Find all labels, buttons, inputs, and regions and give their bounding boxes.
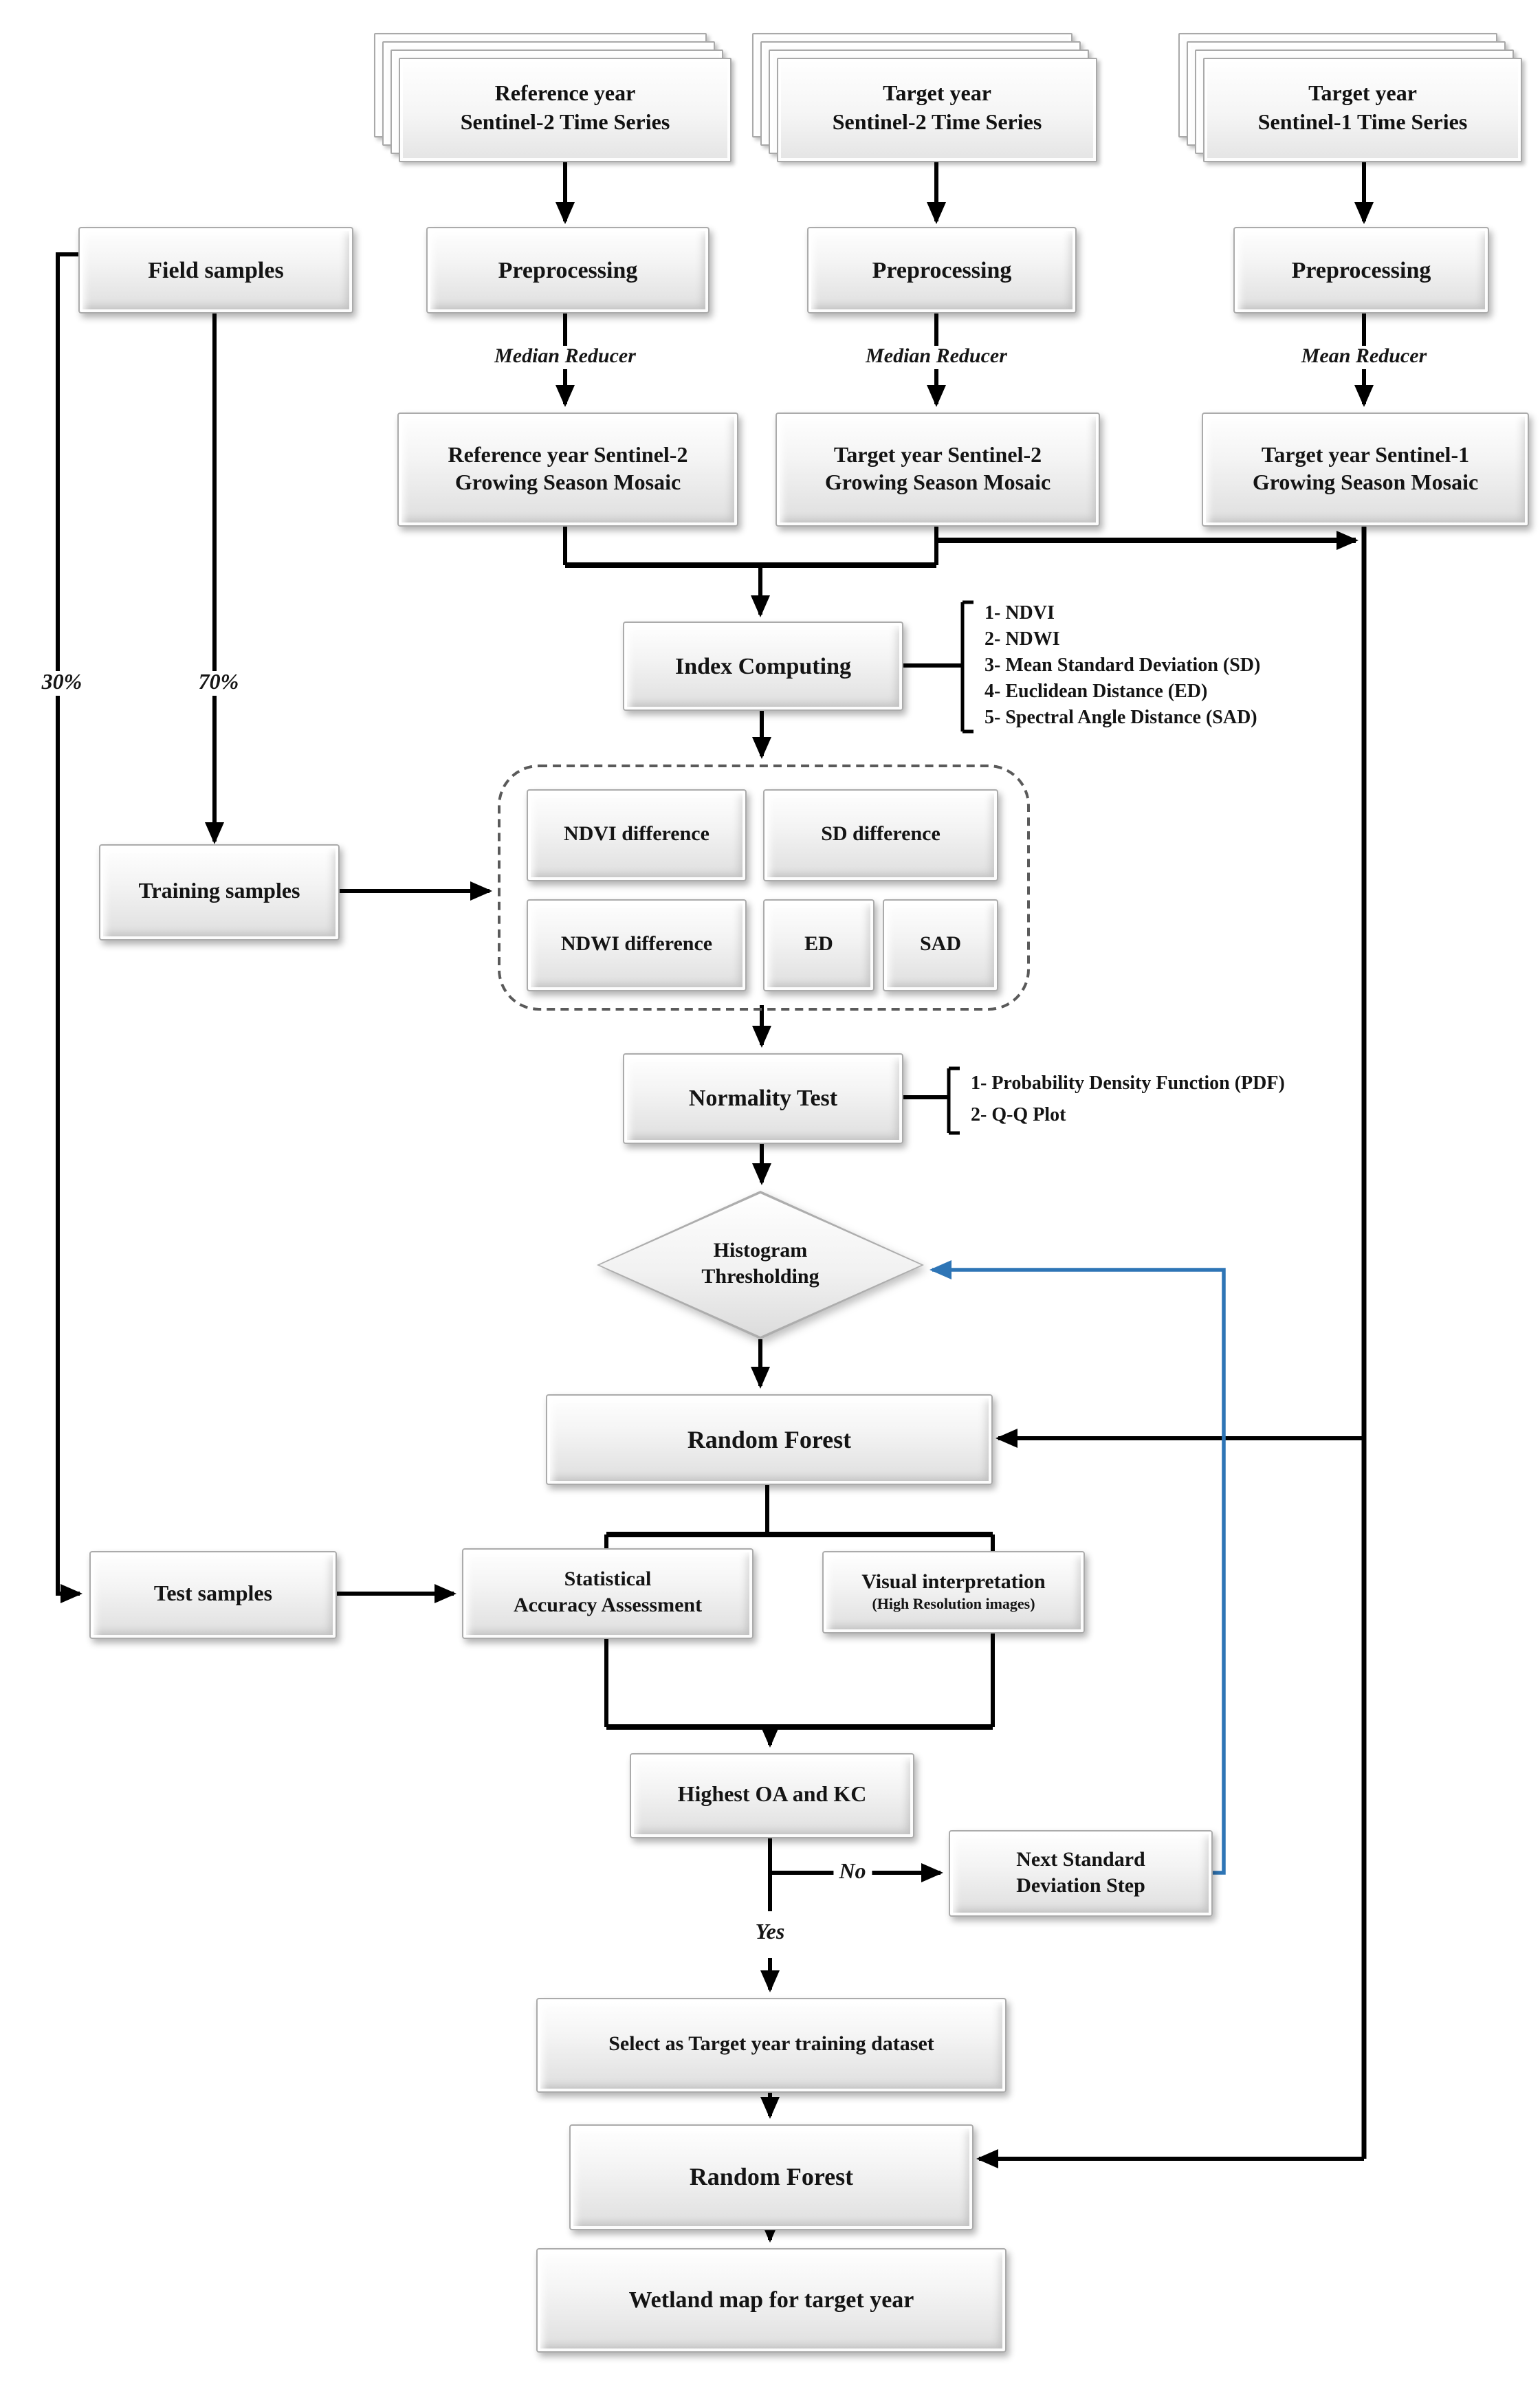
diamond-label: Histogram Thresholding [597,1191,924,1339]
node-label: Wetland map for target year [628,2287,914,2313]
stack-front-card: Reference year Sentinel-2 Time Series [399,58,732,162]
node-ed: ED [763,899,874,991]
node-label-line1: Visual interpretation [861,1571,1046,1594]
node-training-samples: Training samples [99,844,340,940]
node-label: NDWI difference [560,934,713,956]
label-mean-reducer: Mean Reducer [1295,346,1433,369]
stack-label-line1: Target year [1308,82,1417,107]
node-test-samples: Test samples [89,1551,337,1639]
node-sad: SAD [883,899,998,991]
node-visual-interpretation: Visual interpretation (High Resolution i… [822,1551,1085,1634]
node-label: ED [804,934,833,956]
diamond-label-line2: Thresholding [701,1266,820,1288]
node-sd-difference: SD difference [763,789,998,881]
node-index-computing: Index Computing [623,622,903,711]
node-wetland-map-for-target-year: Wetland map for target year [536,2248,1006,2353]
node-label-line2: Deviation Step [1016,1875,1145,1897]
node-preprocessing-1: Preprocessing [426,227,710,314]
stack-reference-year-s2-time-series: Reference year Sentinel-2 Time Series [374,33,732,162]
bracket-normality-list [947,1066,960,1135]
stack-label-line2: Sentinel-1 Time Series [1257,111,1468,135]
node-next-standard-deviation-step: Next Standard Deviation Step [949,1830,1213,1917]
node-highest-oa-and-kc: Highest OA and KC [630,1753,914,1838]
node-label: SD difference [821,824,940,846]
index-list-item-3: 3- Mean Standard Deviation (SD) [984,656,1261,676]
node-label: Random Forest [689,2163,854,2191]
node-target-s1-mosaic: Target year Sentinel-1 Growing Season Mo… [1202,412,1529,527]
node-statistical-accuracy-assessment: Statistical Accuracy Assessment [462,1548,754,1639]
diamond-label-line1: Histogram [713,1240,808,1263]
arrow-30pct-to-test-samples [56,252,82,1603]
index-list-item-5: 5- Spectral Angle Distance (SAD) [984,708,1257,729]
node-label-line2: (High Resolution images) [872,1596,1035,1612]
node-label-line2: Growing Season Mosaic [454,471,681,494]
stack-label-line2: Sentinel-2 Time Series [832,111,1042,135]
stack-label-line1: Reference year [494,82,636,107]
node-label: Preprocessing [1291,256,1431,283]
label-70-percent: 70% [192,671,245,696]
node-label: Field samples [148,256,284,283]
node-label-line1: Statistical [564,1569,652,1592]
node-label-line1: Target year Sentinel-1 [1261,443,1470,467]
node-label: Select as Target year training dataset [608,2034,934,2056]
stack-target-year-s1-time-series: Target year Sentinel-1 Time Series [1178,33,1522,162]
normality-list-item-1: 1- Probability Density Function (PDF) [971,1074,1285,1094]
node-label: Test samples [153,1583,273,1606]
node-label: Training samples [138,880,300,903]
node-ndvi-difference: NDVI difference [527,789,747,881]
node-random-forest-1: Random Forest [546,1394,993,1485]
label-median-reducer-1: Median Reducer [489,346,641,369]
bracket-index-list [960,600,974,734]
label-yes: Yes [749,1921,791,1946]
node-label: SAD [919,934,961,956]
node-label-line1: Next Standard [1016,1849,1145,1871]
decision-histogram-thresholding: Histogram Thresholding [597,1191,924,1339]
node-label-line1: Target year Sentinel-2 [833,443,1042,467]
node-label: NDVI difference [564,824,710,846]
stack-target-year-s2-time-series: Target year Sentinel-2 Time Series [752,33,1097,162]
node-preprocessing-2: Preprocessing [807,227,1077,314]
node-select-target-year-training-dataset: Select as Target year training dataset [536,1998,1006,2093]
node-ndwi-difference: NDWI difference [527,899,747,991]
normality-list-item-2: 2- Q-Q Plot [971,1106,1066,1126]
node-target-s2-mosaic: Target year Sentinel-2 Growing Season Mo… [776,412,1100,527]
node-label-line2: Growing Season Mosaic [1252,471,1479,494]
label-median-reducer-2: Median Reducer [860,346,1013,369]
node-preprocessing-3: Preprocessing [1233,227,1489,314]
node-label: Preprocessing [498,256,638,283]
label-30-percent: 30% [36,671,88,696]
node-label: Random Forest [687,1425,852,1453]
node-label: Preprocessing [872,256,1012,283]
group-difference-features [498,764,1030,1011]
node-field-samples: Field samples [78,227,353,314]
index-list-item-4: 4- Euclidean Distance (ED) [984,682,1208,703]
node-reference-s2-mosaic: Reference year Sentinel-2 Growing Season… [397,412,738,527]
label-no: No [833,1860,872,1885]
node-label: Normality Test [688,1085,838,1112]
stack-front-card: Target year Sentinel-2 Time Series [777,58,1097,162]
index-list-item-2: 2- NDWI [984,630,1060,650]
feedback-line-next-sd-to-decision [930,1260,1226,1875]
stack-label-line2: Sentinel-2 Time Series [460,111,670,135]
stack-label-line1: Target year [883,82,991,107]
node-label: Highest OA and KC [677,1783,867,1807]
stack-front-card: Target year Sentinel-1 Time Series [1203,58,1522,162]
node-normality-test: Normality Test [623,1053,903,1144]
node-random-forest-2: Random Forest [569,2124,974,2230]
node-label-line2: Growing Season Mosaic [824,471,1051,494]
index-list-item-1: 1- NDVI [984,604,1055,624]
node-label-line1: Reference year Sentinel-2 [448,443,688,467]
node-label-line2: Accuracy Assessment [513,1595,703,1617]
node-label: Index Computing [674,652,851,679]
